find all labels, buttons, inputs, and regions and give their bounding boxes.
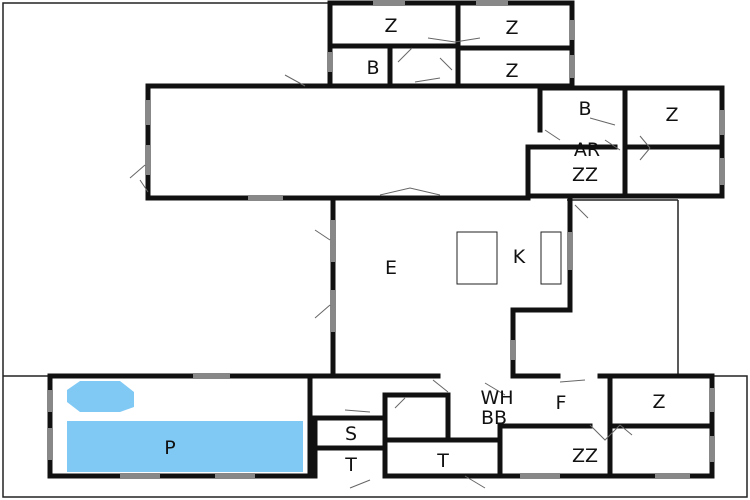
- kitchen-counter: [540, 231, 562, 285]
- door-swings: [129, 37, 651, 489]
- room-label-bedroom-top-mid: Z: [505, 60, 518, 82]
- room-label-f: F: [556, 392, 567, 414]
- room-label-utility-right: AR: [574, 139, 600, 161]
- pool: [67, 381, 303, 472]
- room-label-bb: BB: [481, 407, 507, 429]
- room-label-bedroom-right: Z: [665, 104, 678, 126]
- room-label-toilet-large: T: [436, 450, 449, 472]
- room-label-bedroom-bottom-right: Z: [652, 391, 665, 413]
- room-label-zz-right: ZZ: [572, 164, 598, 186]
- room-label-pool: P: [164, 437, 175, 459]
- room-label-bedroom-top-right: Z: [505, 17, 518, 39]
- room-label-living: E: [385, 257, 397, 279]
- wall-right-block: [537, 85, 725, 199]
- room-labels: Z Z B Z B Z AR ZZ E K P S T T WH BB F Z …: [164, 15, 678, 476]
- window-marks: [49, 2, 723, 477]
- room-label-wh: WH: [480, 387, 513, 409]
- pool-hot-tub: [67, 381, 134, 412]
- pool-basin: [67, 421, 303, 472]
- kitchen-fixtures: [456, 231, 562, 285]
- room-label-kitchen: K: [513, 246, 526, 268]
- room-label-bath-right: B: [578, 98, 591, 120]
- room-label-sauna: S: [345, 423, 357, 445]
- kitchen-island: [456, 231, 498, 285]
- room-label-toilet-small: T: [344, 454, 357, 476]
- room-label-zz-bottom: ZZ: [572, 445, 598, 467]
- room-label-bath-top: B: [366, 57, 379, 79]
- room-label-bedroom-top-left: Z: [384, 15, 397, 37]
- walls: [47, 0, 725, 479]
